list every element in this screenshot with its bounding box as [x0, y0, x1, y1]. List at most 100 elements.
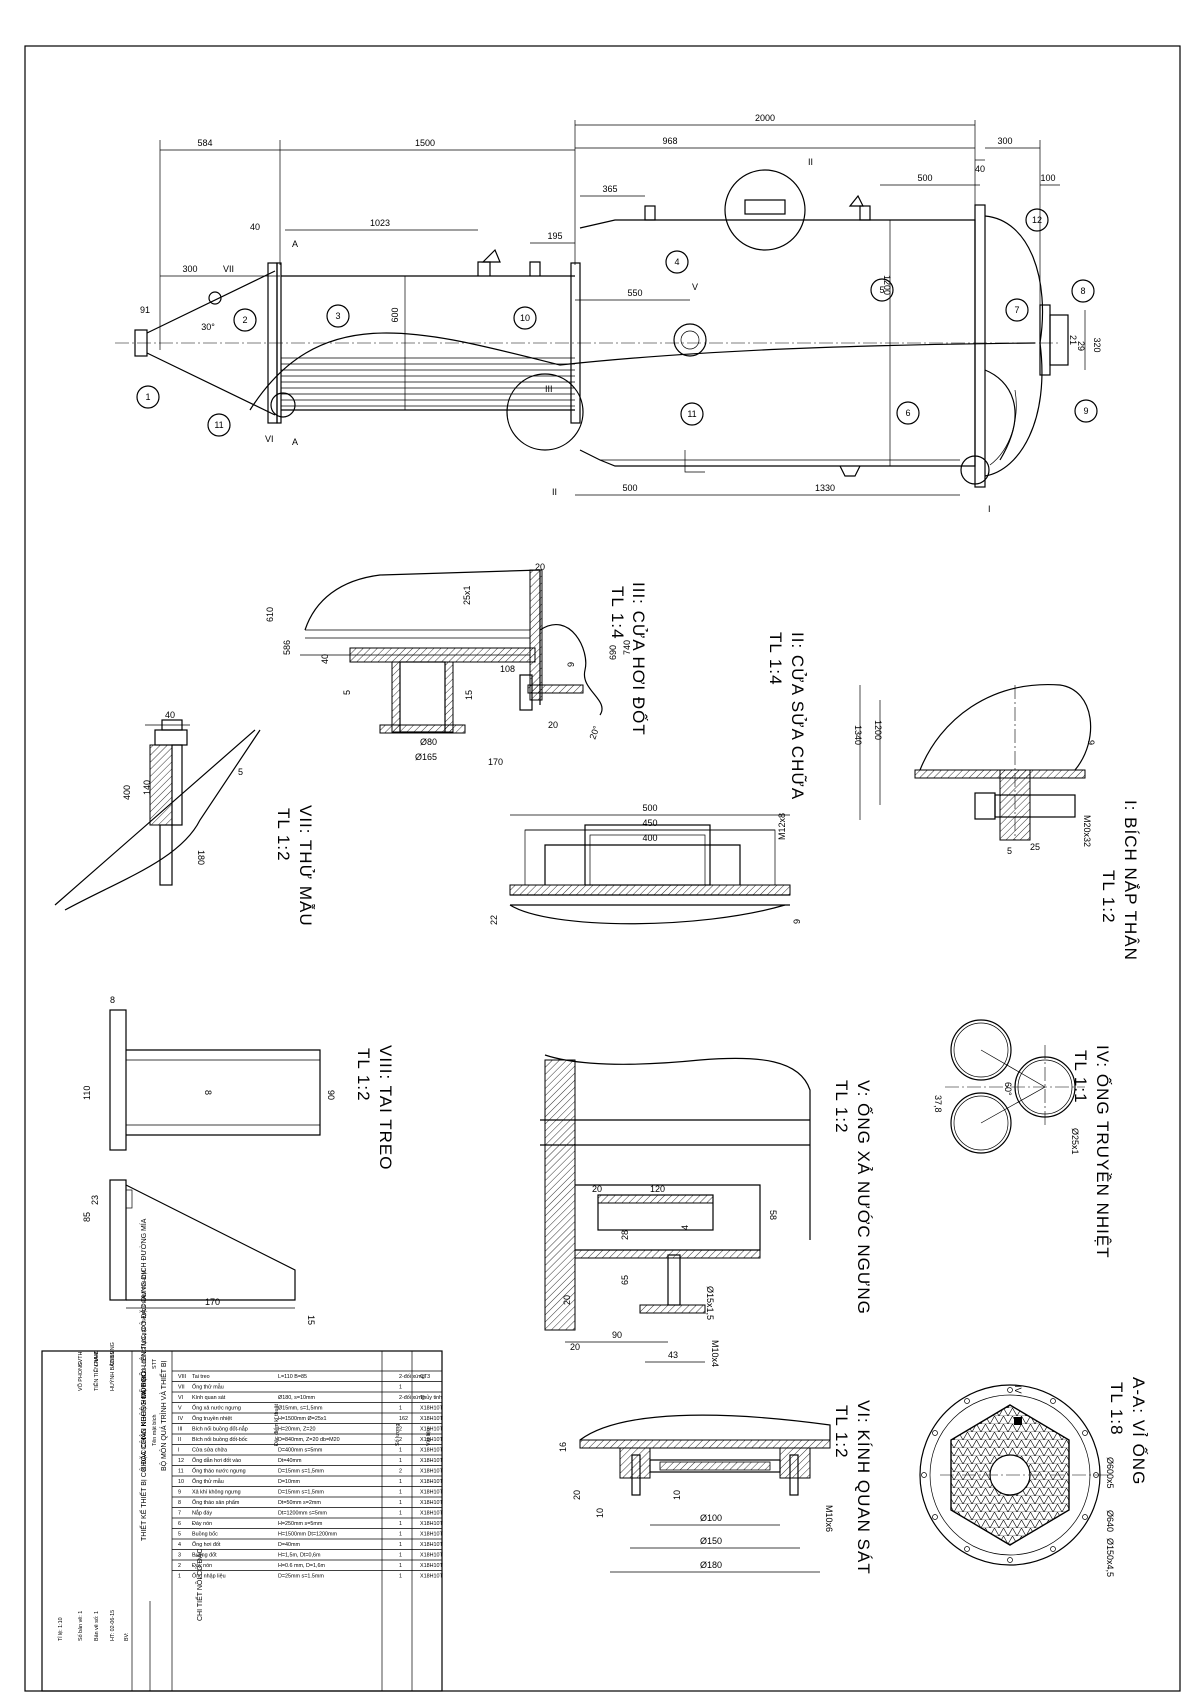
table-cell: 10 [178, 1479, 184, 1485]
table-cell: Ống dẫn hơi đốt vào [192, 1457, 241, 1464]
detail-ref-I: I [988, 504, 991, 514]
detail-ref-II-bottom: II [552, 487, 557, 497]
project-title: THIẾT KẾ THIẾT BỊ CÔ ĐẶC CHÂN KHÔNG MỘT … [138, 1218, 148, 1541]
sheet-border [24, 45, 1181, 1692]
d3-9: 9 [566, 662, 576, 667]
detail-AA-title: A-A: VỈ ỐNG [1129, 1377, 1149, 1485]
d7-180: 180 [196, 850, 206, 865]
d5-65: 65 [620, 1275, 630, 1285]
d3-740: 740 [622, 640, 632, 655]
th-qty: Số lượng [395, 1424, 401, 1446]
d8-85: 85 [82, 1212, 92, 1222]
table-cell: Ống thử mẫu [192, 1478, 224, 1485]
d6-10b: 10 [672, 1490, 682, 1500]
role-cnbm: CNBM [110, 1350, 116, 1366]
table-cell: VIII [178, 1374, 186, 1380]
detail-AA-scale: TL 1:8 [1107, 1382, 1126, 1436]
table-cell: H=0.6 mm, D=1,6m [278, 1563, 326, 1569]
d3-40: 40 [320, 654, 330, 664]
dim-1500: 1500 [415, 138, 435, 148]
marker-4: 4 [674, 257, 679, 267]
marker-11-left: 11 [214, 420, 223, 430]
table-cell: X18H10T [420, 1574, 443, 1580]
name-svth: VÕ PHONG [77, 1362, 84, 1391]
dim-584: 584 [197, 138, 212, 148]
table-cell: X18H10T [420, 1479, 443, 1485]
table-cell: 4 [178, 1542, 181, 1548]
d3-690: 690 [608, 645, 618, 660]
table-cell: X18H10T [420, 1563, 443, 1569]
marker-12: 12 [1032, 215, 1042, 225]
table-cell: Ống tháo sản phẩm [192, 1499, 240, 1506]
d7-40: 40 [165, 710, 175, 720]
table-cell: 1 [399, 1448, 402, 1454]
detail-ref-II-top: II [808, 157, 813, 167]
d8-90: 90 [326, 1090, 336, 1100]
d5-28: 28 [620, 1230, 630, 1240]
table-cell: D=840mm, Z=20 db=M20 [278, 1437, 340, 1443]
dim-320: 320 [1092, 337, 1102, 352]
table-cell: Ø15mm, s=1,5mm [278, 1406, 323, 1412]
marker-9: 9 [1083, 406, 1088, 416]
marker-8: 8 [1080, 286, 1085, 296]
dim-300b: 300 [182, 264, 197, 274]
table-cell: 2-đối xứng [399, 1374, 425, 1380]
detail-III-title: III: CỬA HƠI ĐỐT [629, 582, 649, 736]
table-cell: Ống hơi đốt [192, 1541, 221, 1548]
detail-ref-III: III [545, 384, 553, 394]
table-cell: L=110 B=85 [278, 1374, 307, 1380]
table-cell: Nắp đáy [192, 1510, 212, 1517]
table-cell: 1 [399, 1553, 402, 1559]
table-cell: Kính quan sát [192, 1395, 226, 1401]
table-cell: VII [178, 1385, 185, 1391]
detail-V-drain: V: ỐNG XẢ NƯỚC NGƯNG TL 1:2 20 120 4 28 … [540, 1054, 874, 1367]
d4-37-8: 37,8 [933, 1095, 943, 1113]
marker-2: 2 [242, 315, 247, 325]
dim-1023: 1023 [370, 218, 390, 228]
d3-25x1: 25x1 [462, 585, 472, 605]
table-cell: 2 [399, 1437, 402, 1443]
detail-V-scale: TL 1:2 [832, 1080, 851, 1134]
th-name: Tên mặt bích [152, 1415, 158, 1446]
table-cell: H=1500mm Dt=1200mm [278, 1532, 338, 1538]
d3-586: 586 [282, 640, 292, 655]
dim-40: 40 [975, 164, 985, 174]
d3-108: 108 [500, 664, 515, 674]
table-cell: 6 [178, 1521, 181, 1527]
table-cell: Bích nối buồng đốt-bốc [192, 1437, 248, 1443]
role-gvhd: GVHD [94, 1350, 100, 1366]
d2-22: 22 [489, 915, 499, 925]
dim-100: 100 [1040, 173, 1055, 183]
section-a-bottom: A [292, 437, 298, 447]
d5-120: 120 [650, 1184, 665, 1194]
table-cell: 12 [178, 1458, 184, 1464]
detail-IV-title: IV: ỐNG TRUYỀN NHIỆT [1093, 1045, 1113, 1259]
d8-110: 110 [82, 1086, 92, 1100]
th-stt: STT [152, 1358, 158, 1369]
d8-170: 170 [205, 1297, 220, 1307]
d8-15: 15 [306, 1315, 316, 1325]
d5-43: 43 [668, 1350, 678, 1360]
detail-ref-V: VI [265, 434, 274, 444]
dim-91: 91 [140, 305, 150, 315]
table-cell: Dt=50mm s=2mm [278, 1500, 321, 1506]
table-cell: D=15mm s=1,5mm [278, 1469, 324, 1475]
table-cell: 1 [178, 1574, 181, 1580]
d8-8b: 8 [203, 1090, 213, 1095]
table-cell: II [178, 1437, 181, 1443]
table-cell: Ø180, s=10mm [278, 1395, 316, 1401]
table-cell: Dt=1200mm s=5mm [278, 1511, 327, 1517]
d5-58: 58 [768, 1210, 778, 1220]
marker-3: 3 [335, 311, 340, 321]
table-cell: Buồng bốc [192, 1532, 218, 1538]
sheet-number: Số bản vẽ: 1 [78, 1611, 84, 1641]
detail-ref-VI: V [692, 282, 698, 292]
d3-15: 15 [464, 690, 474, 700]
table-cell: IV [178, 1416, 183, 1422]
dim-29: 29 [1076, 341, 1086, 351]
dim-21: 21 [1068, 335, 1078, 345]
d1-9: 9 [1086, 740, 1096, 745]
table-cell: 162 [399, 1416, 408, 1422]
table-cell: X18H10T [420, 1532, 443, 1538]
